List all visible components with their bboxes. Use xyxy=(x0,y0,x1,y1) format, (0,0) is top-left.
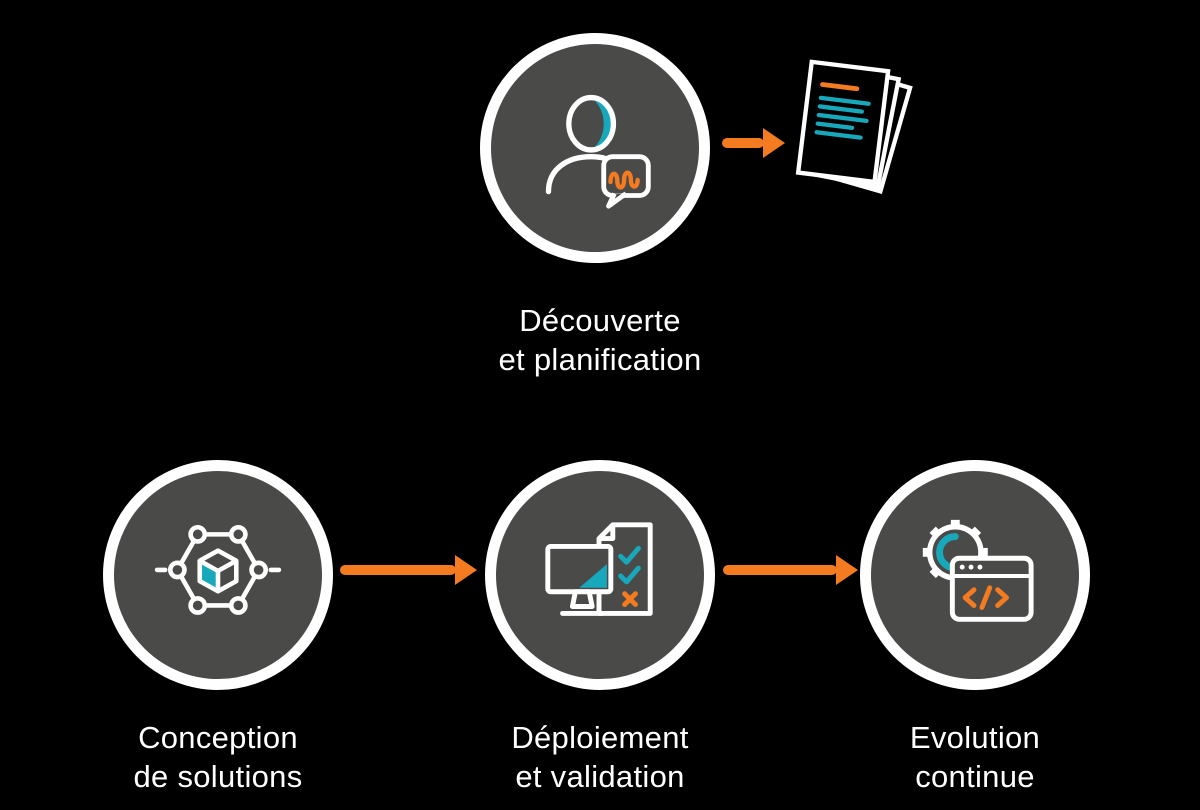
step-label-line: et validation xyxy=(515,759,685,794)
monitor-checklist-icon xyxy=(545,522,653,616)
step-label-line: Evolution xyxy=(909,720,1041,755)
step-label-line: continue xyxy=(915,759,1035,794)
arrow-right-icon xyxy=(723,565,837,575)
arrow-right-icon xyxy=(340,565,456,575)
step-label-line: Découverte xyxy=(519,303,681,338)
step-label-line: Déploiement xyxy=(511,720,689,755)
stacked-documents-icon xyxy=(784,53,927,226)
person-conversation-icon xyxy=(545,94,651,209)
arrow-right-icon xyxy=(722,138,764,148)
step-label-conception: Conception de solutions xyxy=(38,718,398,796)
step-circle-conception xyxy=(103,460,333,690)
step-circle-discovery xyxy=(480,33,710,263)
gear-code-window-icon xyxy=(922,519,1034,622)
step-label-line: et planification xyxy=(498,342,702,377)
step-label-line: de solutions xyxy=(133,759,303,794)
step-label-discovery: Découverte et planification xyxy=(420,301,780,379)
hexagon-network-cube-icon xyxy=(154,524,282,615)
step-circle-evolution xyxy=(860,460,1090,690)
step-label-evolution: Evolution continue xyxy=(795,718,1155,796)
step-label-deployment: Déploiement et validation xyxy=(420,718,780,796)
step-circle-deployment xyxy=(485,460,715,690)
step-label-line: Conception xyxy=(138,720,298,755)
